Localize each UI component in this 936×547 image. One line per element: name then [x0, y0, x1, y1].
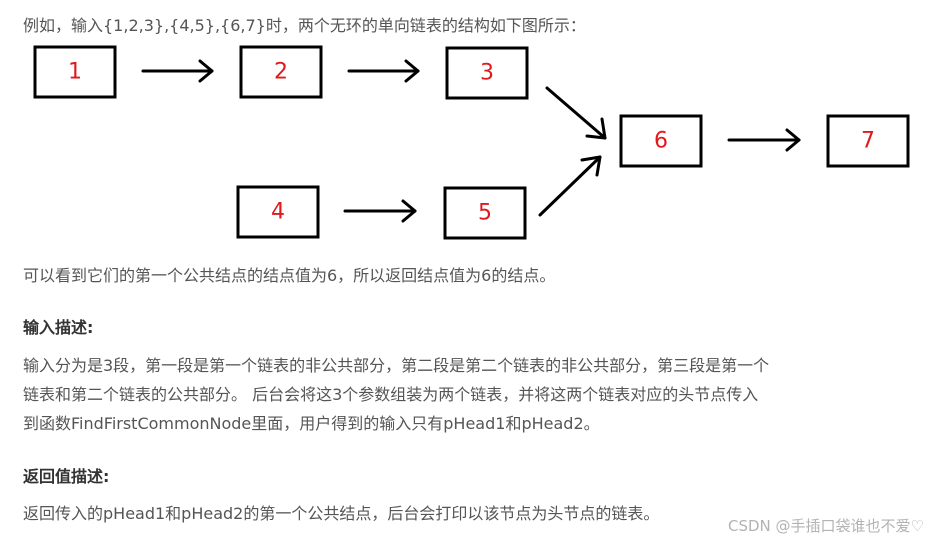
arrow-4-to-5 [343, 199, 417, 223]
node-5: 5 [443, 186, 527, 240]
arrow-5-to-6 [538, 155, 602, 217]
input-description-line-2: 链表和第二个链表的公共部分。 后台会将这3个参数组装为两个链表，并将这两个链表对… [23, 385, 759, 404]
node-7: 7 [826, 114, 910, 168]
node-3-label: 3 [480, 61, 494, 86]
node-6-label: 6 [654, 129, 668, 154]
intro-text: 例如，输入{1,2,3},{4,5},{6,7}时，两个无环的单向链表的结构如下… [23, 16, 586, 35]
node-7-label: 7 [861, 129, 875, 154]
conclusion-text: 可以看到它们的第一个公共结点的结点值为6，所以返回结点值为6的结点。 [23, 266, 556, 285]
node-4: 4 [236, 185, 320, 239]
node-1-label: 1 [68, 60, 82, 85]
node-6: 6 [619, 114, 703, 168]
return-description-heading: 返回值描述: [23, 467, 110, 486]
input-description-line-1: 输入分为是3段，第一段是第一个链表的非公共部分，第二段是第二个链表的非公共部分，… [23, 356, 770, 375]
node-4-label: 4 [271, 200, 285, 225]
arrow-3-to-6 [545, 86, 607, 140]
arrow-2-to-3 [347, 59, 420, 83]
node-1: 1 [33, 45, 117, 99]
csdn-watermark: CSDN @手插口袋谁也不爱♡ [728, 517, 924, 535]
input-description-line-3: 到函数FindFirstCommonNode里面，用户得到的输入只有pHead1… [23, 414, 600, 433]
return-description-text: 返回传入的pHead1和pHead2的第一个公共结点，后台会打印以该节点为头节点… [23, 504, 660, 523]
input-description-heading: 输入描述: [23, 318, 94, 337]
node-5-label: 5 [478, 201, 492, 226]
arrow-6-to-7 [727, 128, 801, 152]
node-3: 3 [445, 46, 529, 100]
node-2-label: 2 [274, 60, 288, 85]
node-2: 2 [239, 45, 323, 99]
linked-list-diagram: 1 2 3 4 5 6 7 [33, 45, 910, 240]
arrow-1-to-2 [141, 59, 214, 83]
